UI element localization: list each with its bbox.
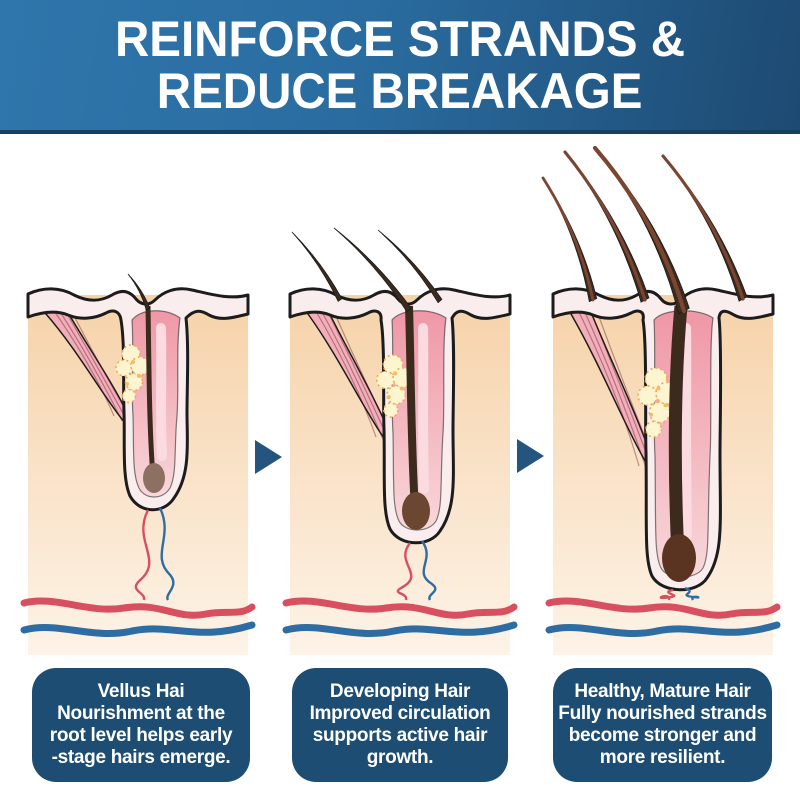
caption-vellus: Vellus Hai Nourishment at the root level… bbox=[32, 668, 250, 782]
headline-line2: REDUCE BREAKAGE bbox=[157, 63, 643, 119]
caption-line: become stronger and bbox=[568, 725, 757, 746]
header-banner: REINFORCE STRANDS & REDUCE BREAKAGE bbox=[0, 0, 800, 134]
caption-line: Developing Hair bbox=[329, 680, 471, 702]
caption-line: supports active hair bbox=[312, 725, 488, 746]
caption-mature: Healthy, Mature Hair Fully nourished str… bbox=[553, 668, 772, 782]
next-stage-arrow-icon bbox=[255, 440, 282, 474]
follicle-illustration-mature bbox=[541, 145, 781, 655]
caption-developing: Developing Hair Improved circulation sup… bbox=[292, 668, 508, 782]
caption-line: Nourishment at the bbox=[57, 702, 225, 724]
next-stage-arrow-icon bbox=[517, 439, 544, 473]
headline-line1: REINFORCE STRANDS & bbox=[114, 11, 686, 67]
caption-line: -stage hairs emerge. bbox=[51, 747, 231, 769]
follicle-illustration-vellus bbox=[20, 273, 256, 655]
caption-line: growth. bbox=[366, 747, 434, 769]
caption-line: Healthy, Mature Hair bbox=[574, 680, 751, 702]
caption-line: root level helps early bbox=[49, 725, 233, 746]
follicle-illustration-developing bbox=[282, 227, 518, 655]
caption-line: Improved circulation bbox=[309, 702, 491, 724]
caption-line: Fully nourished strands bbox=[558, 702, 767, 724]
caption-line: more resilient. bbox=[599, 747, 726, 769]
caption-line: Vellus Hai bbox=[97, 680, 185, 702]
